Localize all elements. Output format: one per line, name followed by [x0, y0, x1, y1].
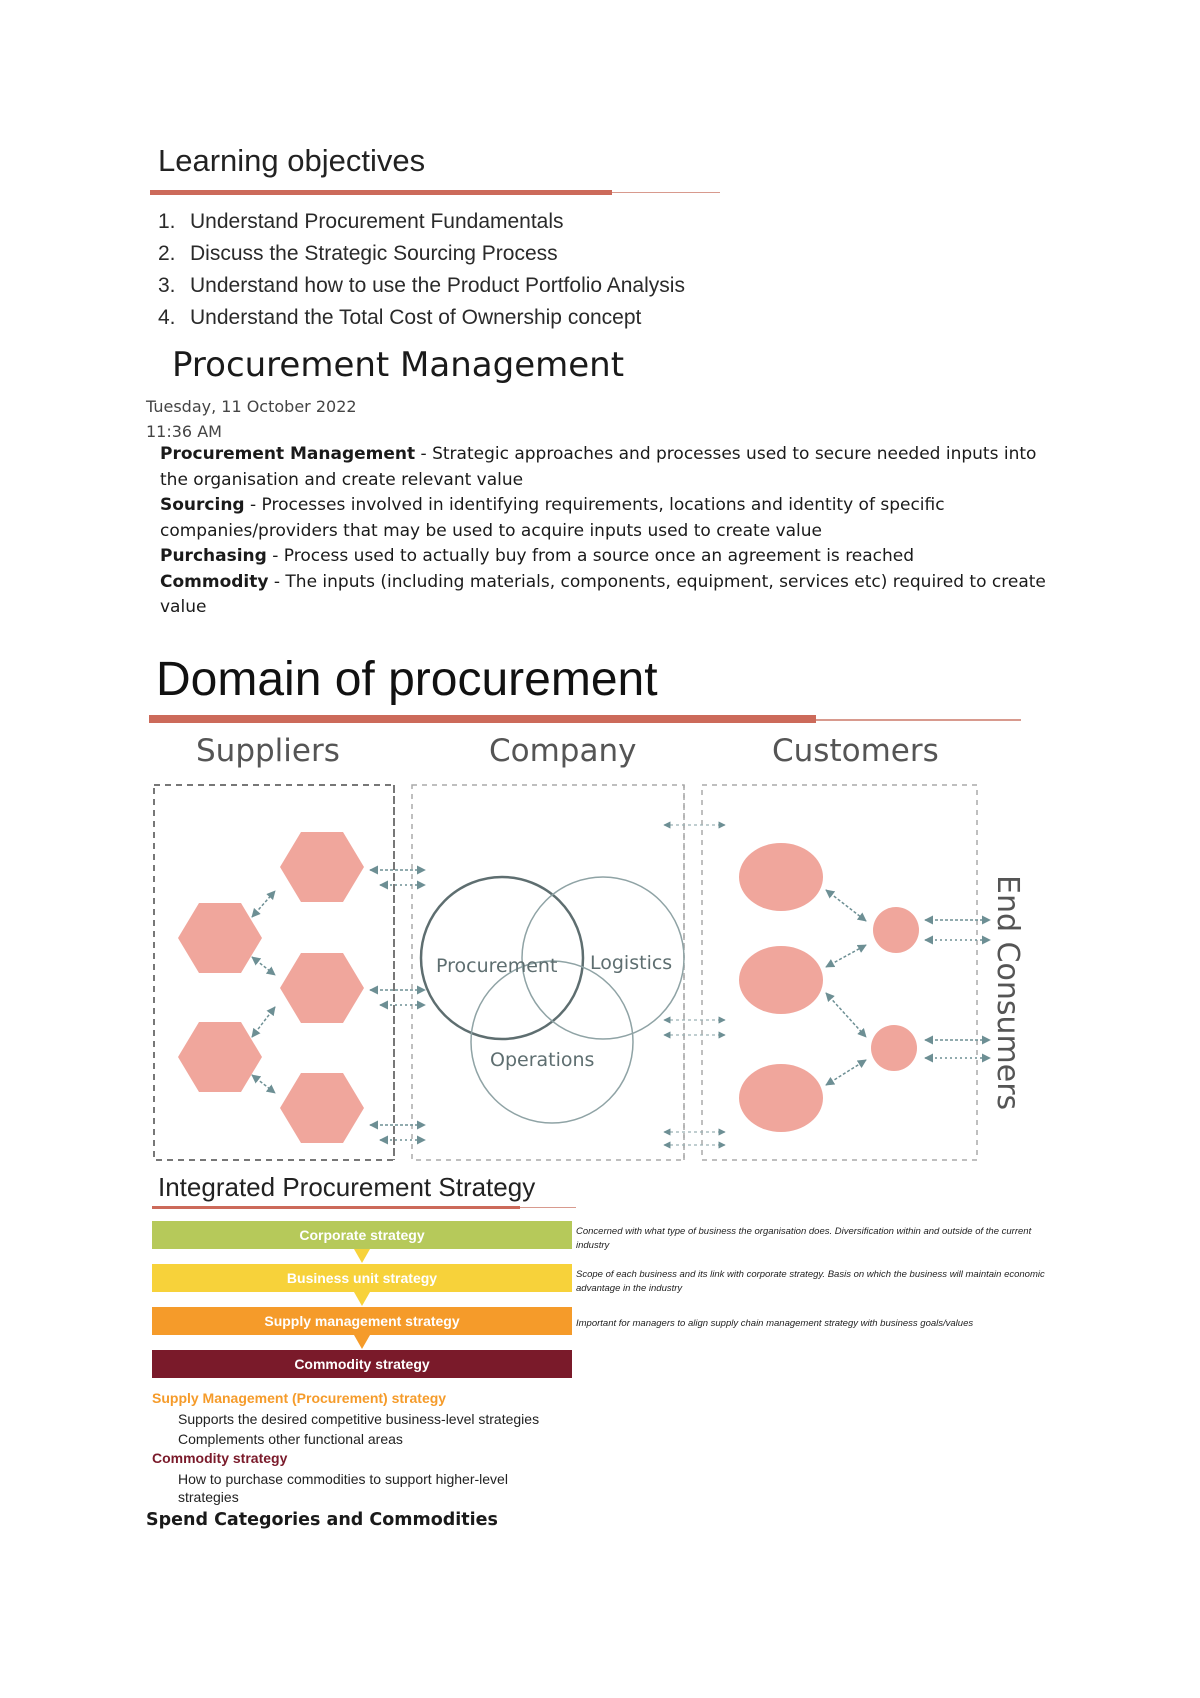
customer-ellipse [739, 1064, 823, 1132]
company-heading: Company [489, 733, 637, 769]
title-underline-thick [150, 190, 612, 195]
corporate-strategy-note: Concerned with what type of business the… [576, 1226, 1032, 1251]
definition-sourcing: Sourcing - Processes involved in identif… [160, 495, 945, 541]
corporate-strategy-bar: Corporate strategy [152, 1221, 572, 1249]
definitions: Procurement Management - Strategic appro… [160, 442, 1060, 621]
logistics-label: Logistics [590, 952, 672, 974]
supplier-hexagon [280, 1073, 364, 1143]
strategy-flow-arrows [354, 1249, 370, 1349]
supply-management-strategy-bar: Supply management strategy [152, 1307, 572, 1335]
procurement-circle [419, 875, 585, 1041]
commodity-strategy-bar: Commodity strategy [152, 1350, 572, 1378]
title-underline-thin [612, 192, 720, 193]
end-consumer-circle [873, 907, 919, 953]
learning-objectives-title: Learning objectives [158, 143, 426, 178]
domain-underline-thick [149, 715, 816, 723]
supplier-arrows [251, 865, 426, 1145]
note-date: Tuesday, 11 October 2022 [146, 397, 357, 416]
list-item: 2.Discuss the Strategic Sourcing Process [158, 242, 558, 265]
customers-box [701, 784, 978, 1161]
operations-circle [470, 960, 634, 1124]
spend-categories-heading: Spend Categories and Commodities [146, 1510, 498, 1530]
end-consumer-circle [871, 1025, 917, 1071]
page-title: Procurement Management [172, 345, 625, 385]
ips-underline-thin [520, 1207, 576, 1208]
domain-underline-thin [816, 719, 1021, 721]
supply-management-strategy-note: Important for managers to align supply c… [576, 1318, 974, 1329]
procurement-label: Procurement [436, 955, 557, 977]
list-item: 4.Understand the Total Cost of Ownership… [158, 306, 642, 329]
supply-management-heading: Supply Management (Procurement) strategy [152, 1390, 447, 1406]
customer-ellipse [739, 946, 823, 1014]
boundary-arrows [663, 821, 726, 1149]
logistics-circle [521, 876, 685, 1040]
list-item: Supports the desired competitive busines… [178, 1411, 540, 1427]
definition-procurement-management: Procurement Management - Strategic appro… [160, 444, 1037, 490]
supplier-hexagon [280, 953, 364, 1023]
domain-title: Domain of procurement [156, 653, 658, 706]
operations-label: Operations [490, 1049, 594, 1071]
procurement-domain-diagram: Procurement Logistics Operations End Con… [153, 784, 1025, 1161]
list-item: 1.Understand Procurement Fundamentals [158, 210, 564, 233]
learning-objectives-list: 1.Understand Procurement Fundamentals 2.… [158, 206, 685, 334]
list-item: How to purchase commodities to support h… [178, 1471, 508, 1505]
definition-commodity: Commodity - The inputs (including materi… [160, 571, 1046, 618]
supplier-hexagon [280, 832, 364, 902]
commodity-heading: Commodity strategy [152, 1450, 288, 1466]
customer-ellipse [739, 843, 823, 911]
integrated-strategy-title: Integrated Procurement Strategy [158, 1172, 536, 1202]
end-consumers-label: End Consumers [990, 875, 1025, 1110]
list-item: 3.Understand how to use the Product Port… [158, 274, 685, 297]
customers-heading: Customers [772, 733, 939, 769]
supplier-hexagon [178, 1022, 262, 1092]
suppliers-heading: Suppliers [196, 733, 340, 769]
note-time: 11:36 AM [146, 422, 222, 441]
customer-arrows [825, 889, 991, 1086]
business-unit-strategy-bar: Business unit strategy [152, 1264, 572, 1292]
definition-purchasing: Purchasing - Process used to actually bu… [160, 546, 915, 566]
company-box [411, 784, 685, 1161]
ips-underline-thick [152, 1206, 520, 1209]
supplier-hexagon [178, 903, 262, 973]
list-item: Complements other functional areas [178, 1431, 403, 1447]
business-unit-strategy-note: Scope of each business and its link with… [576, 1269, 1045, 1294]
